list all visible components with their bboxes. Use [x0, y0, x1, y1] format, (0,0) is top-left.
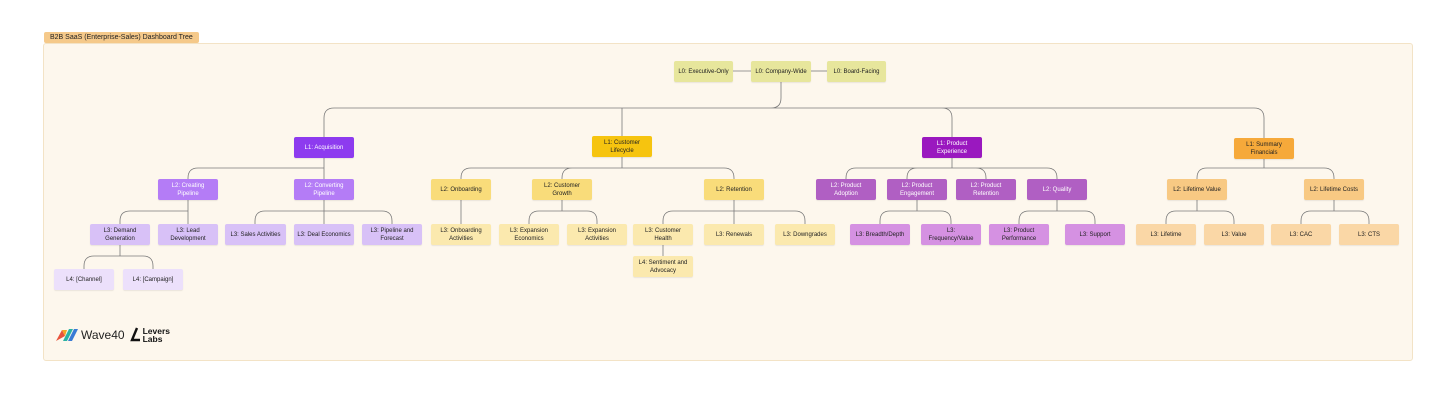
- levers-labs-logo-text: Levers Labs: [142, 326, 170, 344]
- node-l3-frequency-value[interactable]: L3: Frequency/Value: [921, 224, 981, 245]
- edge-product: [845, 158, 1058, 179]
- node-l2-quality[interactable]: L2: Quality: [1027, 179, 1087, 200]
- edge-financials: [1196, 159, 1335, 179]
- node-l3-expansion-economics[interactable]: L3: Expansion Economics: [499, 224, 559, 245]
- node-l2-retention[interactable]: L2: Retention: [704, 179, 764, 200]
- wave40-logo-icon: [56, 329, 78, 341]
- node-l2-product-engagement[interactable]: L2: Product Engagement: [887, 179, 947, 200]
- node-l3-cac[interactable]: L3: CAC: [1271, 224, 1331, 245]
- node-l3-demand-generation[interactable]: L3: Demand Generation: [90, 224, 150, 245]
- node-l3-breadth-depth[interactable]: L3: Breadth/Depth: [850, 224, 910, 245]
- edge-engagement: [879, 200, 952, 224]
- node-l3-customer-health[interactable]: L3: Customer Health: [633, 224, 693, 245]
- levers-labs-logo-icon: [129, 327, 140, 342]
- node-l3-lifetime[interactable]: L3: Lifetime: [1136, 224, 1196, 245]
- node-l4-sentiment-advocacy[interactable]: L4: Sentiment and Advocacy: [633, 256, 693, 277]
- node-l2-lifetime-value[interactable]: L2: Lifetime Value: [1167, 179, 1227, 200]
- node-l0-board-facing[interactable]: L0: Board-Facing: [827, 61, 886, 82]
- diagram-frame: [43, 43, 1413, 361]
- node-l3-cts[interactable]: L3: CTS: [1339, 224, 1399, 245]
- edge-growth: [528, 200, 598, 224]
- node-l3-pipeline-forecast[interactable]: L3: Pipeline and Forecast: [362, 224, 422, 245]
- node-l0-company-wide[interactable]: L0: Company-Wide: [751, 61, 811, 82]
- node-l2-product-retention[interactable]: L2: Product Retention: [956, 179, 1016, 200]
- edge-retention: [662, 200, 806, 224]
- wave40-logo-text: Wave40: [81, 328, 125, 342]
- node-l1-product-experience[interactable]: L1: Product Experience: [922, 137, 982, 158]
- frame-title: B2B SaaS (Enterprise-Sales) Dashboard Tr…: [44, 32, 199, 43]
- node-l2-onboarding[interactable]: L2: Onboarding: [431, 179, 491, 200]
- node-l4-campaign[interactable]: L4: [Campaign]: [123, 269, 183, 290]
- logo-bar: Wave40 Levers Labs: [55, 324, 170, 346]
- node-l2-customer-growth[interactable]: L2: Customer Growth: [532, 179, 592, 200]
- node-l3-product-performance[interactable]: L3: Product Performance: [989, 224, 1049, 245]
- node-l3-renewals[interactable]: L3: Renewals: [704, 224, 764, 245]
- edge-quality: [1018, 200, 1096, 224]
- node-l1-customer-lifecycle[interactable]: L1: Customer Lifecycle: [592, 136, 652, 157]
- edge-demand: [83, 245, 154, 269]
- node-l3-expansion-activities[interactable]: L3: Expansion Activities: [567, 224, 627, 245]
- node-l3-value[interactable]: L3: Value: [1204, 224, 1264, 245]
- node-l3-deal-economics[interactable]: L3: Deal Economics: [294, 224, 354, 245]
- node-l0-executive-only[interactable]: L0: Executive-Only: [674, 61, 733, 82]
- node-l2-lifetime-costs[interactable]: L2: Lifetime Costs: [1304, 179, 1364, 200]
- edge-costs: [1300, 200, 1370, 224]
- edge-l0-l1: [323, 82, 1265, 138]
- edge-creating: [119, 200, 189, 224]
- node-l3-support[interactable]: L3: Support: [1065, 224, 1125, 245]
- edge-lifecycle: [460, 157, 735, 179]
- node-l2-product-adoption[interactable]: L2: Product Adoption: [816, 179, 876, 200]
- node-l3-downgrades[interactable]: L3: Downgrades: [775, 224, 835, 245]
- edge-acquisition: [187, 158, 325, 179]
- node-l1-acquisition[interactable]: L1: Acquisition: [294, 137, 354, 158]
- edge-ltv: [1165, 200, 1235, 224]
- node-l3-sales-activities[interactable]: L3: Sales Activities: [225, 224, 286, 245]
- node-l2-converting-pipeline[interactable]: L2: Converting Pipeline: [294, 179, 354, 200]
- edge-converting: [254, 200, 393, 224]
- node-l3-lead-development[interactable]: L3: Lead Development: [158, 224, 218, 245]
- node-l1-summary-financials[interactable]: L1: Summary Financials: [1234, 138, 1294, 159]
- node-l4-channel[interactable]: L4: [Channel]: [54, 269, 114, 290]
- node-l3-onboarding-activities[interactable]: L3: Onboarding Activities: [431, 224, 491, 245]
- node-l2-creating-pipeline[interactable]: L2: Creating Pipeline: [158, 179, 218, 200]
